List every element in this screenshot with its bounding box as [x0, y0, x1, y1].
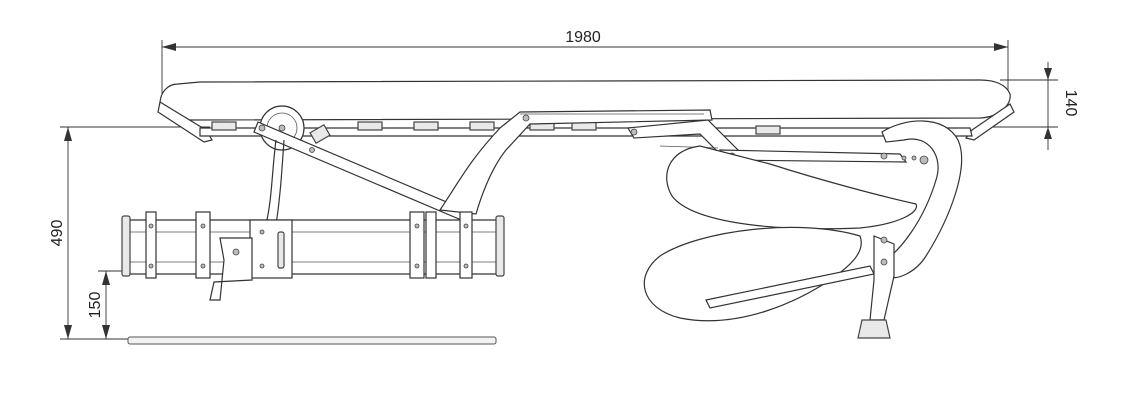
mid-support-arm: [438, 109, 713, 215]
foot-end-rail: [964, 103, 1015, 141]
length-dimension: 1980: [161, 29, 1009, 100]
total-height-label: 490: [49, 220, 66, 247]
motor-bracket: [209, 219, 293, 301]
foot-support: [857, 235, 895, 339]
cushion: [159, 79, 1011, 121]
lower-frame: [121, 211, 505, 279]
frame-clearance-dimension: 150: [87, 270, 128, 339]
diagonal-strut: [253, 121, 471, 223]
hook-arm: [881, 120, 963, 279]
cushion-thickness-dimension: 140: [990, 62, 1079, 150]
head-hanger: [265, 139, 285, 225]
frame-clearance-label: 150: [87, 292, 104, 319]
leg-cushion-upper: [666, 145, 918, 230]
floor-plate: [127, 336, 497, 345]
length-label: 1980: [565, 29, 601, 46]
head-end-rail: [157, 101, 213, 143]
cushion-thickness-label: 140: [1062, 90, 1079, 117]
total-height-dimension: 490: [49, 126, 210, 340]
